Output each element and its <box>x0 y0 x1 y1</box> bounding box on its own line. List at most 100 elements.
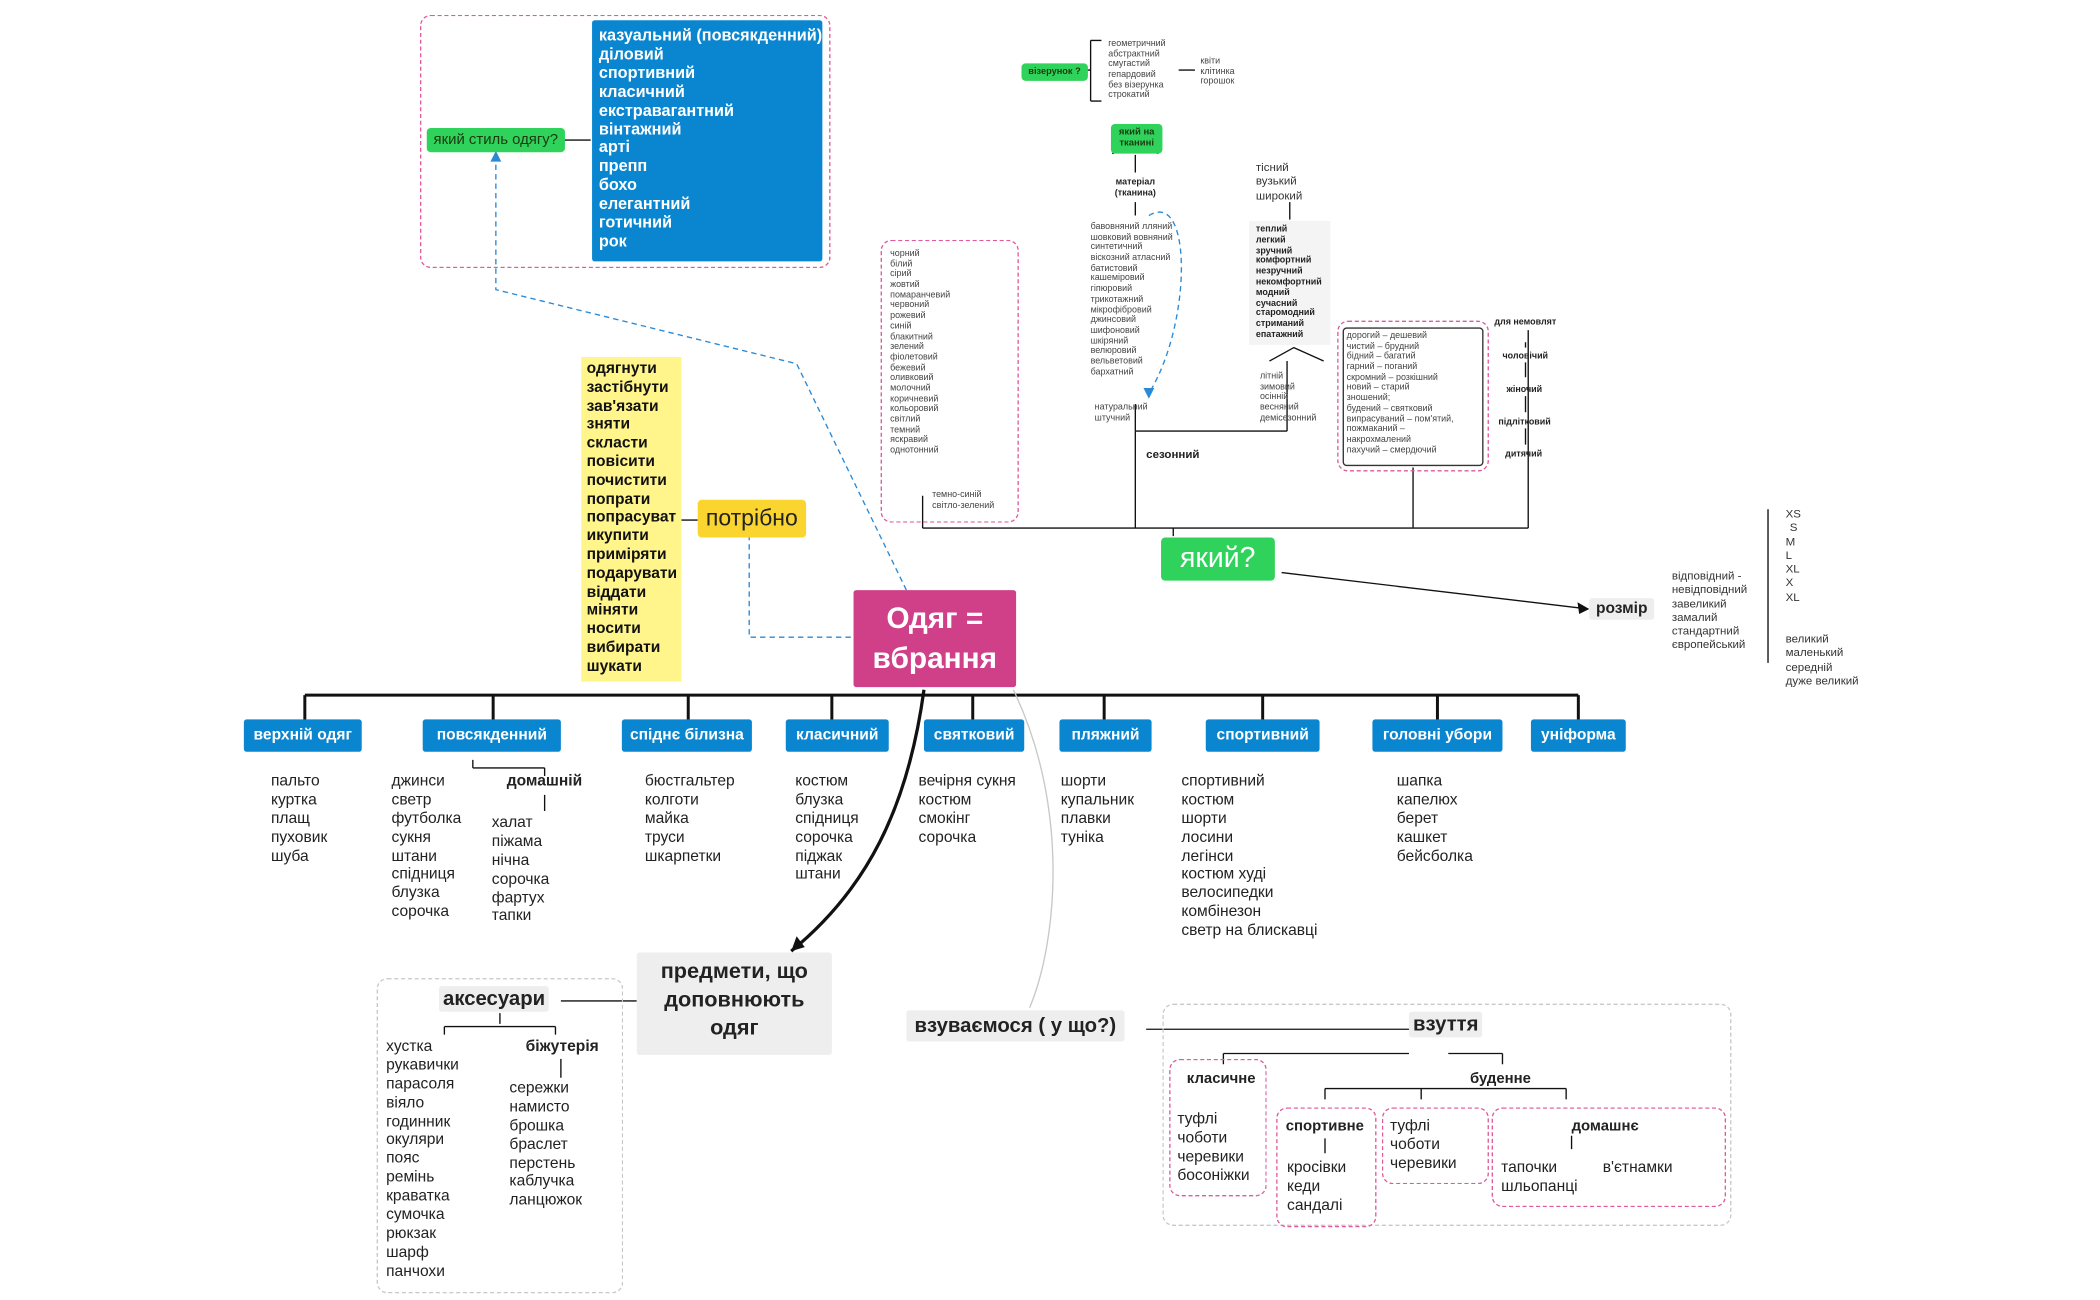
pattern-item: клітинка <box>1200 66 1235 77</box>
list-item: нічна <box>491 852 530 869</box>
style-item: класичний <box>598 81 685 101</box>
list-item: тапки <box>491 908 532 925</box>
material-item: вельветовий <box>1090 356 1143 367</box>
home-shoes-extra: в'єтнамки <box>1602 1159 1673 1177</box>
fabric-question-node[interactable]: який на тканині <box>1110 123 1163 154</box>
classic-shoes-frame <box>1169 1058 1267 1197</box>
need-node[interactable]: потрібно <box>697 499 806 538</box>
style-question-node[interactable]: який стиль одягу? <box>426 127 565 153</box>
category-outerwear[interactable]: верхній одяг <box>243 719 362 752</box>
category-headwear[interactable]: головні убори <box>1372 719 1503 752</box>
accessories-node[interactable]: аксесуари <box>438 986 550 1012</box>
list-item: футболка <box>391 810 462 827</box>
category-classic[interactable]: класичний <box>785 719 889 752</box>
list-item: купальник <box>1060 792 1135 809</box>
list-item: светр <box>391 792 432 809</box>
list-item: рукавички <box>386 1057 459 1074</box>
size-node[interactable]: розмір <box>1589 598 1655 620</box>
list-item: куртка <box>270 792 317 809</box>
category-festive[interactable]: святковий <box>923 719 1025 752</box>
material-item: синтетичний <box>1090 243 1143 253</box>
list-item: джинси <box>391 773 445 790</box>
material-item: гіпюровий <box>1090 284 1133 294</box>
category-uniform[interactable]: уніформа <box>1530 719 1626 752</box>
category-underwear[interactable]: спіднє білизна <box>621 719 752 752</box>
shoes-frame <box>1162 1003 1732 1226</box>
list-item: шльопанці <box>1501 1178 1578 1195</box>
style-item: елегантний <box>598 194 691 214</box>
color-item: молочний <box>890 383 931 394</box>
list-item: перстень <box>509 1155 576 1172</box>
style-item: готичний <box>598 212 673 232</box>
material-item: бавовняний лляний <box>1090 222 1173 232</box>
size-fit-item: стандартний <box>1671 624 1740 638</box>
list-item: туніка <box>1060 829 1104 846</box>
shoes-question-node[interactable]: взуваємося ( у що?) <box>906 1010 1125 1042</box>
size-letter: M <box>1785 534 1796 548</box>
list-item: чоботи <box>1390 1136 1440 1154</box>
category-beach[interactable]: пляжний <box>1059 719 1152 752</box>
style-item: бохо <box>598 175 637 195</box>
list-item: парасоля <box>386 1076 455 1093</box>
quality-item: епатажний <box>1255 330 1304 340</box>
list-item: тапочки <box>1501 1159 1558 1177</box>
color-item: чорний <box>890 249 920 259</box>
list-item: костюм <box>795 773 849 790</box>
list-item: браслет <box>509 1136 568 1153</box>
material-item: бархатний <box>1090 367 1134 377</box>
list-item: шарф <box>386 1244 429 1261</box>
accessories-main-node[interactable]: предмети, що доповнюють одяг <box>636 952 832 1055</box>
verb-item: попрати <box>586 491 651 508</box>
quality-item: зручний <box>1255 245 1293 256</box>
verb-item: одягнути <box>586 361 657 378</box>
material-item: шовковий вовняний <box>1090 232 1173 243</box>
list-item: спідниця <box>795 810 859 827</box>
fit-item: широкий <box>1255 188 1303 202</box>
list-item: піжама <box>491 833 543 850</box>
sport-shoes-frame <box>1276 1107 1377 1228</box>
material-item: батистовий <box>1090 263 1138 274</box>
quality-item: теплий <box>1255 224 1288 235</box>
verb-item: приміряти <box>586 546 667 564</box>
category-sport[interactable]: спортивний <box>1205 719 1320 752</box>
natural-item: натуральний <box>1094 402 1148 413</box>
verb-item: застібнути <box>586 379 669 396</box>
home-shoes-label: домашнє <box>1571 1118 1639 1135</box>
verb-item: зняти <box>586 416 631 433</box>
everyday-shoes-list: туфлі чоботи черевики <box>1390 1118 1457 1174</box>
antonym-item: дорогий – дешевий <box>1346 331 1428 341</box>
seasonal-label: сезонний <box>1146 447 1200 461</box>
verb-item: повісити <box>586 453 655 471</box>
list-item: туфлі <box>1177 1111 1218 1128</box>
style-item: арті <box>598 138 631 157</box>
quality-item: старомодний <box>1255 309 1315 319</box>
fit-item: тісний <box>1255 160 1289 174</box>
category-everyday[interactable]: повсякденний <box>422 719 561 752</box>
list-item: труси <box>644 829 685 846</box>
central-topic[interactable]: Одяг = вбрання <box>853 590 1017 688</box>
size-word: великий <box>1785 631 1829 646</box>
list-item: краватка <box>386 1188 450 1205</box>
antonym-item: випрасуваний – пом'ятий, <box>1346 414 1454 424</box>
fabric-q-line-1: який на <box>1118 127 1155 138</box>
shoes-node[interactable]: взуття <box>1408 1011 1483 1038</box>
material-item: джинсовий <box>1090 315 1136 325</box>
list-item: окуляри <box>386 1132 445 1149</box>
fit-item: вузький <box>1255 174 1297 188</box>
which-node[interactable]: який? <box>1161 537 1275 581</box>
festive-list: вечірня сукня костюм смокінг сорочка <box>919 773 1016 848</box>
quality-item: сучасний <box>1255 298 1298 308</box>
size-fit-item: невідповідний <box>1671 582 1748 596</box>
pattern-list: геометричний абстрактний смугастий гепар… <box>1108 39 1165 101</box>
color-item: рожевий <box>890 311 926 321</box>
list-item: штани <box>391 848 437 865</box>
style-item: вінтажний <box>598 119 682 139</box>
size-letters-list: XS S M L XL X XL <box>1786 507 1801 604</box>
color-item: червоний <box>890 301 930 311</box>
verb-item: зав'язати <box>586 398 659 415</box>
classic-shoes-label: класичне <box>1186 1071 1256 1088</box>
list-item: костюм <box>1181 792 1235 809</box>
colors-frame <box>880 239 1019 523</box>
pattern-node[interactable]: візерунок ? <box>1021 63 1088 81</box>
season-item: весняний <box>1259 402 1299 413</box>
